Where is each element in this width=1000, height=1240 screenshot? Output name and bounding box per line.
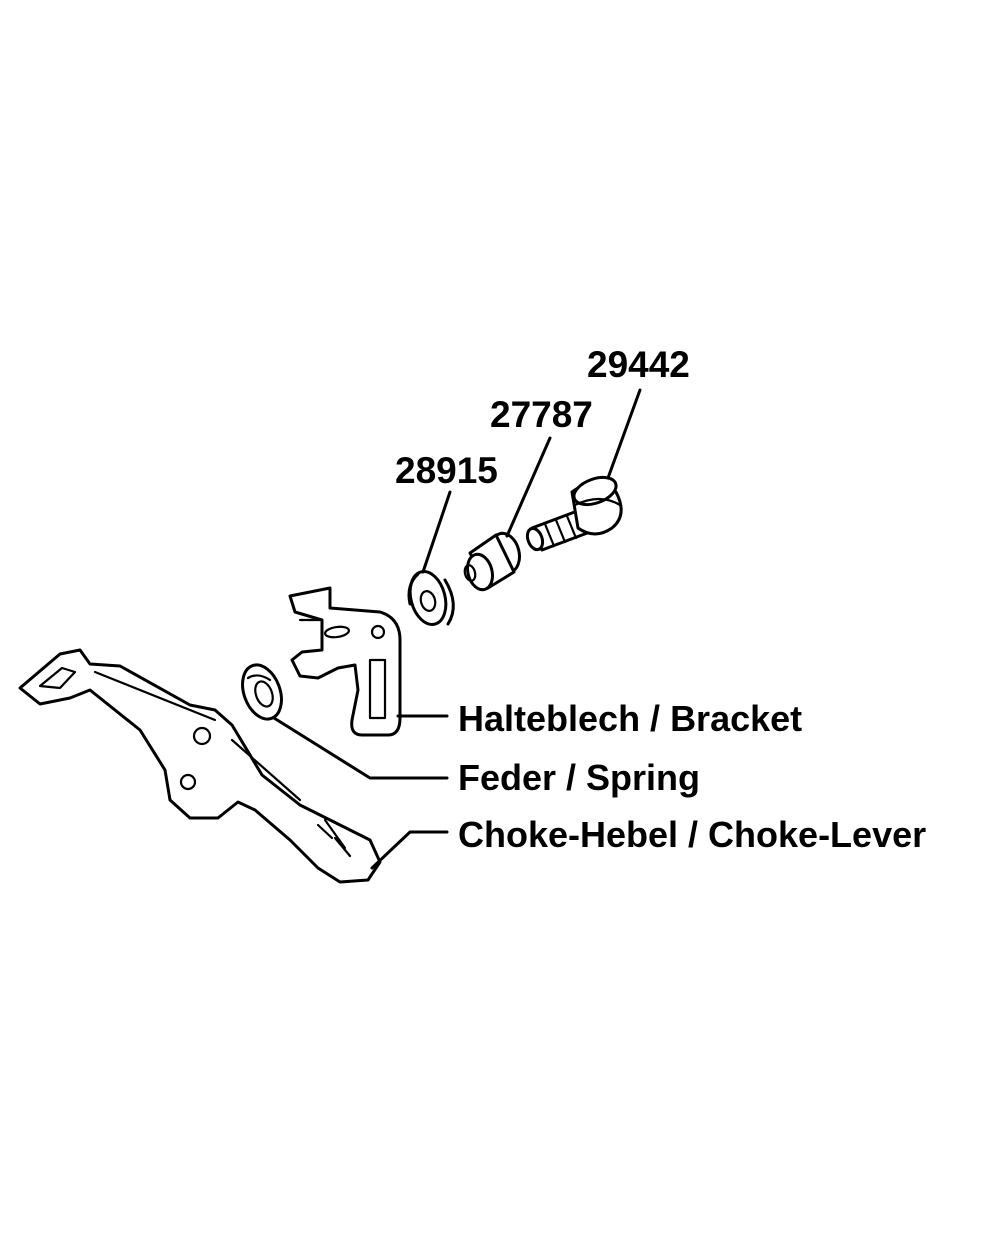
leader-line-spring bbox=[272, 716, 449, 780]
choke-lever-part bbox=[18, 648, 382, 884]
leader-line-screw bbox=[606, 388, 642, 480]
part-number-bushing: 27787 bbox=[490, 394, 593, 435]
washer-part bbox=[407, 570, 455, 626]
part-number-screw: 29442 bbox=[587, 344, 690, 385]
screw-part bbox=[525, 475, 623, 552]
leader-line-choke-lever bbox=[370, 830, 449, 870]
bushing-part bbox=[463, 531, 521, 592]
bracket-part bbox=[288, 586, 402, 737]
spring-part bbox=[241, 663, 283, 721]
leader-line-bushing bbox=[505, 436, 552, 538]
leader-line-washer bbox=[421, 490, 452, 574]
label-bracket: Halteblech / Bracket bbox=[458, 698, 802, 739]
part-number-washer: 28915 bbox=[395, 450, 498, 491]
label-spring: Feder / Spring bbox=[458, 757, 700, 798]
label-choke-lever: Choke-Hebel / Choke-Lever bbox=[458, 814, 926, 855]
